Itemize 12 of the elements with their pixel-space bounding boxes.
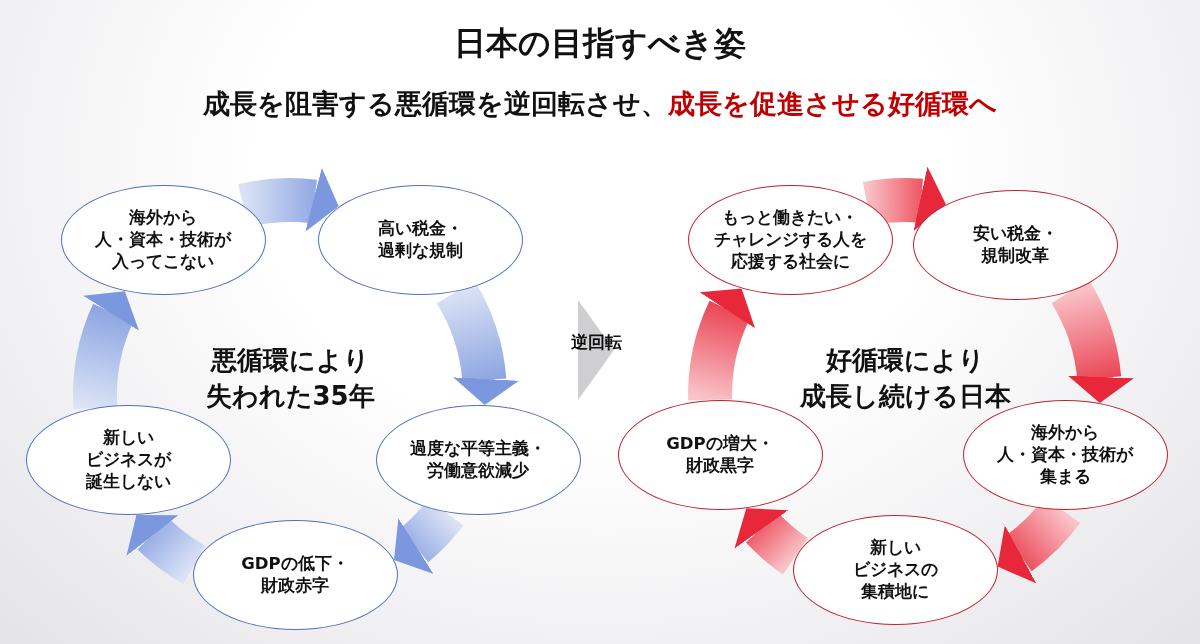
oval-bubble: 過度な平等主義・労働意欲減少 bbox=[375, 405, 581, 515]
oval-bubble: GDPの低下・財政赤字 bbox=[192, 520, 398, 630]
title: 日本の目指すべき姿 bbox=[453, 23, 747, 64]
arrow-caption: 逆回転 bbox=[570, 331, 622, 354]
oval-bubble: もっと働きたい・チャレンジする人を応援する社会に bbox=[687, 185, 893, 295]
oval-bubble: 海外から人・資本・技術が入ってこない bbox=[60, 185, 266, 295]
oval-bubble: 新しいビジネスの集積地に bbox=[792, 515, 998, 625]
oval-bubble: 安い税金・規制改革 bbox=[912, 190, 1118, 300]
oval-bubble: 高い税金・過剰な規制 bbox=[317, 185, 523, 295]
subtitle-highlight: 成長を促進させる好循環へ bbox=[668, 88, 997, 119]
cycle-arrow bbox=[1050, 280, 1133, 404]
subtitle: 成長を阻害する悪循環を逆回転させ、 bbox=[203, 88, 668, 119]
